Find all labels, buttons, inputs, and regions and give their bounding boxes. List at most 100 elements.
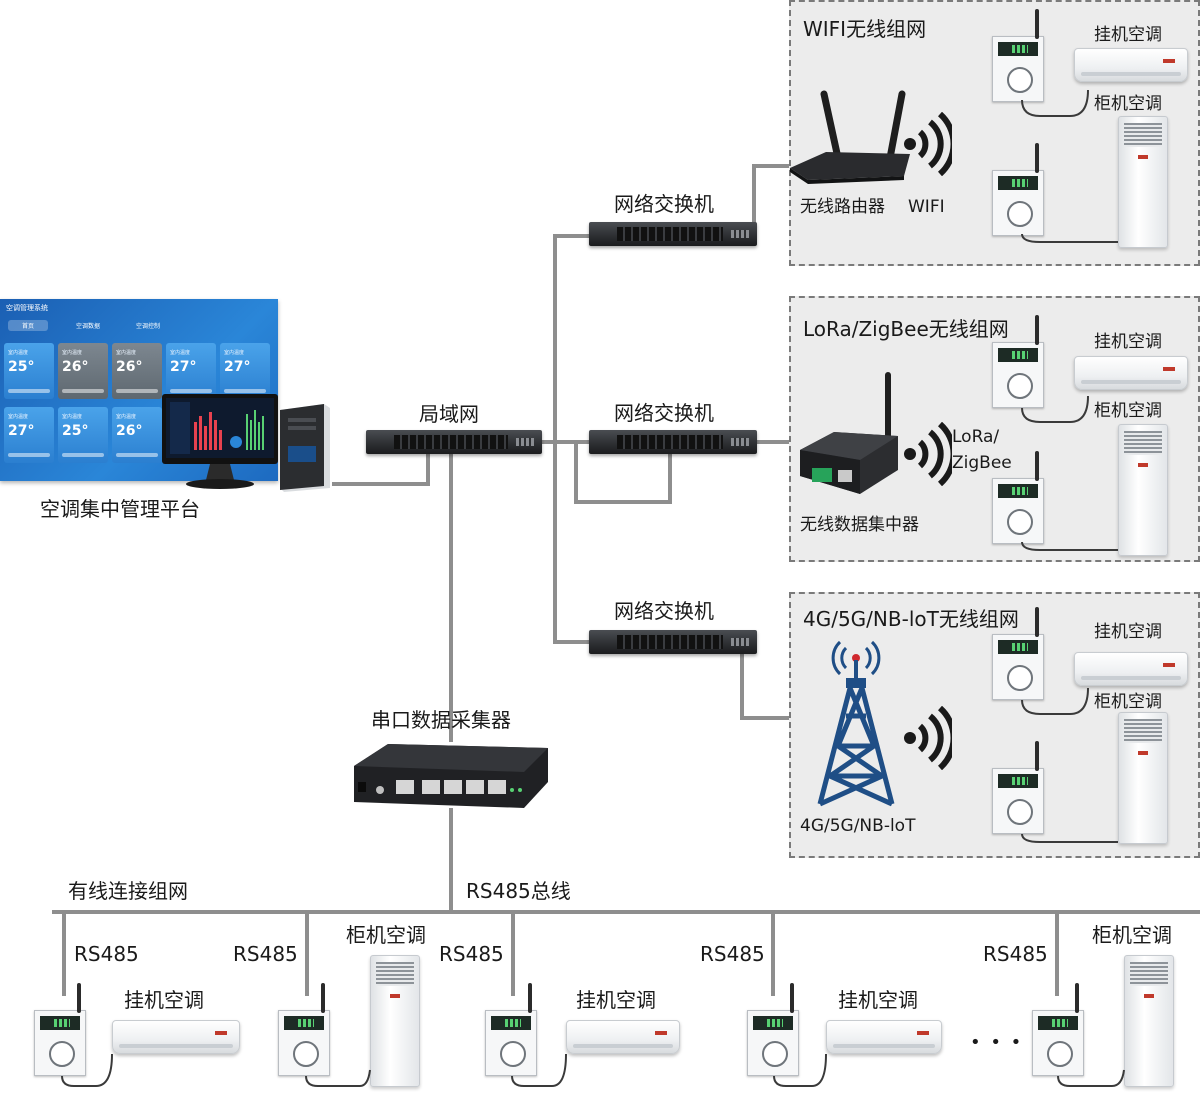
cabinet-ac-icon <box>1118 712 1168 844</box>
lan-label: 局域网 <box>419 402 479 426</box>
rs485-port-label: RS485 <box>74 942 139 966</box>
wall-ac-label: 挂机空调 <box>124 988 204 1012</box>
cable-platform-lan <box>332 482 428 486</box>
dashboard-room-tile[interactable]: 室内温度 27° <box>220 343 270 399</box>
nav-home[interactable]: 首页 <box>8 320 49 331</box>
dashboard-room-tile[interactable]: 室内温度 27° <box>4 407 54 463</box>
tile-temperature: 25° <box>62 423 89 439</box>
cable-lan-trunk <box>540 440 598 444</box>
tile-status-bar <box>62 389 104 393</box>
controller-cable <box>1021 395 1118 551</box>
cable-loop-switch2-a <box>574 440 578 504</box>
cabinet-ac-icon <box>1124 955 1174 1087</box>
network-switch-wifi <box>589 222 757 246</box>
cabinet-ac-label: 柜机空调 <box>1092 923 1172 947</box>
rs485-drop-5 <box>1055 910 1059 996</box>
wall-ac-label: 挂机空调 <box>1094 332 1162 352</box>
tile-room-label: 室内温度 <box>116 350 137 356</box>
panel-title: WIFI无线组网 <box>803 17 927 41</box>
tile-temperature: 27° <box>170 359 197 375</box>
network-switch-lora <box>589 430 757 454</box>
tile-temperature: 27° <box>224 359 251 375</box>
ac-controller-icon <box>278 983 330 1076</box>
tile-room-label: 室内温度 <box>170 350 191 356</box>
dashboard-room-tile[interactable]: 室内温度 26° <box>112 343 162 399</box>
wall-ac-icon <box>826 1020 942 1054</box>
ac-controller-icon <box>747 983 799 1076</box>
wall-ac-label: 挂机空调 <box>1094 25 1162 45</box>
bus-controller-cables <box>61 1053 1125 1087</box>
cellular-device-label: 4G/5G/NB-loT <box>800 816 916 836</box>
tile-room-label: 室内温度 <box>224 350 245 356</box>
rs485-port-label: RS485 <box>439 942 504 966</box>
cable-lan-collector <box>449 452 453 742</box>
dashboard-room-tile[interactable]: 室内温度 26° <box>58 343 108 399</box>
cable-loop-switch2-b <box>574 500 672 504</box>
wired-network-label: 有线连接组网 <box>68 879 188 903</box>
cabinet-ac-icon <box>370 955 420 1087</box>
lan-switch <box>366 430 542 454</box>
wireless-concentrator-icon <box>800 372 898 494</box>
ac-controller-icon <box>992 451 1044 544</box>
dashboard-title: 空调管理系统 <box>6 304 48 312</box>
rs485-bus-line <box>52 910 1200 914</box>
switch-label: 网络交换机 <box>614 599 714 623</box>
nav-ac-data[interactable]: 空调数据 <box>76 323 101 330</box>
wall-ac-icon <box>1074 356 1188 390</box>
tile-room-label: 室内温度 <box>116 414 137 420</box>
controller-cable <box>1021 89 1118 243</box>
cabinet-ac-label: 柜机空调 <box>1094 692 1162 712</box>
wall-ac-icon <box>1074 652 1188 686</box>
tile-temperature: 27° <box>8 423 35 439</box>
cabinet-ac-label: 柜机空调 <box>1094 94 1162 114</box>
cable-to-switch1 <box>553 234 589 238</box>
tile-status-bar <box>8 453 50 457</box>
cabinet-ac-icon <box>1118 424 1168 556</box>
cabinet-ac-label: 柜机空调 <box>346 923 426 947</box>
dashboard-room-tile[interactable]: 室内温度 27° <box>166 343 216 399</box>
tile-status-bar <box>116 389 158 393</box>
dashboard-nav: 首页 空调数据 空调控制 <box>4 319 274 331</box>
ac-controller-icon <box>992 607 1044 700</box>
tile-temperature: 25° <box>8 359 35 375</box>
cable-switch3-tower-v <box>740 650 744 720</box>
tile-room-label: 室内温度 <box>62 414 83 420</box>
panel-title: LoRa/ZigBee无线组网 <box>803 317 1009 341</box>
network-switch-cellular <box>589 630 757 654</box>
tile-room-label: 室内温度 <box>8 414 29 420</box>
tile-temperature: 26° <box>116 359 143 375</box>
tile-room-label: 室内温度 <box>62 350 83 356</box>
cable-to-switch3 <box>553 640 589 644</box>
monitor-icon <box>162 394 278 489</box>
rs485-drop-1 <box>62 910 66 996</box>
cable-switch1-router <box>752 164 756 230</box>
tile-temperature: 26° <box>62 359 89 375</box>
switch-label: 网络交换机 <box>614 192 714 216</box>
tile-status-bar <box>170 389 212 393</box>
wifi-signal-label: WIFI <box>908 197 945 217</box>
bus-label: RS485总线 <box>466 879 571 903</box>
wall-ac-label: 挂机空调 <box>838 988 918 1012</box>
rs485-port-label: RS485 <box>233 942 298 966</box>
cabinet-ac-label: 柜机空调 <box>1094 401 1162 421</box>
ac-controller-icon <box>992 315 1044 408</box>
wall-ac-label: 挂机空调 <box>576 988 656 1012</box>
platform-label: 空调集中管理平台 <box>40 497 200 521</box>
tile-status-bar <box>116 453 158 457</box>
ac-controller-icon <box>1032 983 1084 1076</box>
controller-cable <box>1021 687 1118 843</box>
dashboard-room-tile[interactable]: 室内温度 25° <box>58 407 108 463</box>
switch-label: 网络交换机 <box>614 401 714 425</box>
serial-collector-label: 串口数据采集器 <box>371 708 511 732</box>
rs485-drop-3 <box>511 910 515 996</box>
rs485-drop-2 <box>305 910 309 996</box>
wifi-router-icon <box>790 90 910 184</box>
cable-trunk-vertical <box>553 234 557 644</box>
pc-tower-icon <box>280 404 330 492</box>
nav-ac-control[interactable]: 空调控制 <box>136 323 161 330</box>
wall-ac-icon <box>112 1020 240 1054</box>
cable-switch2-concentrator <box>755 440 815 444</box>
